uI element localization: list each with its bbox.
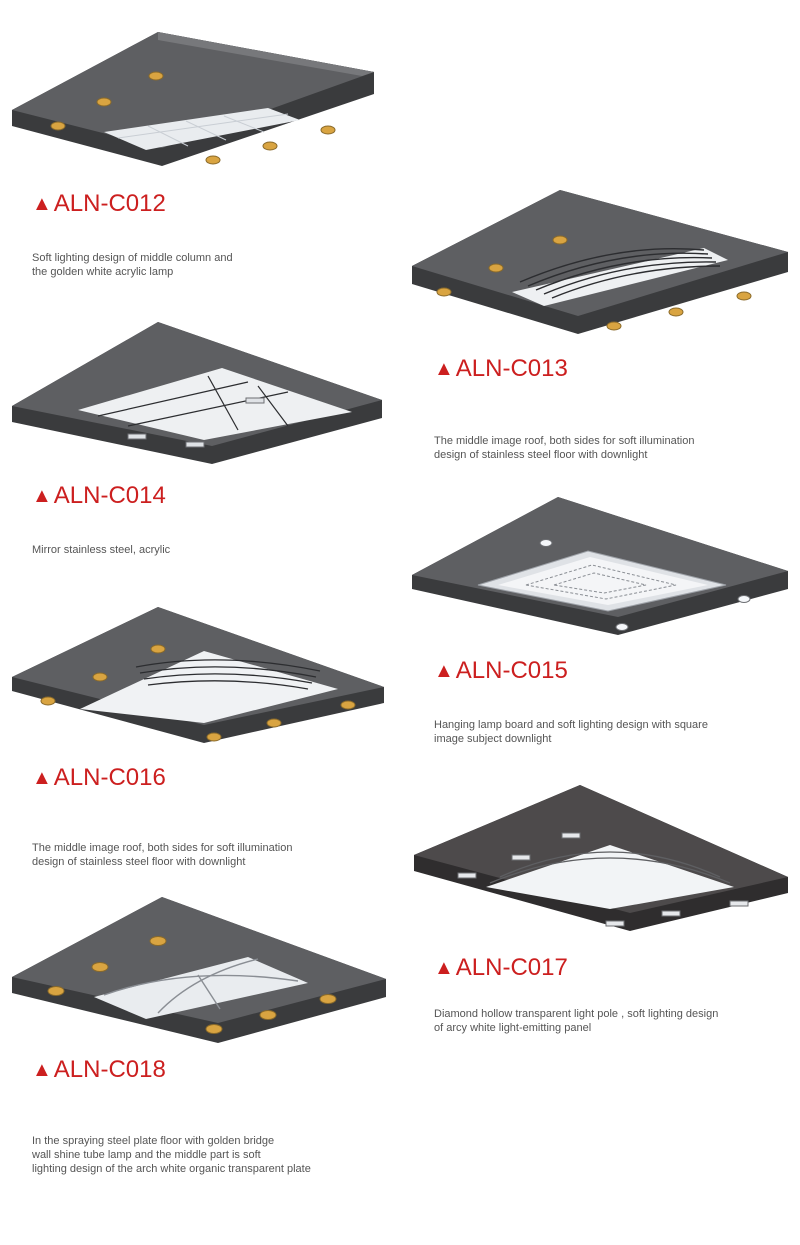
product-code: ALN-C012 [53, 190, 166, 217]
description-line: of arcy white light-emitting panel [434, 1022, 592, 1034]
description-line: the golden white acrylic lamp [32, 266, 174, 278]
product-code: ALN-C015 [455, 657, 568, 684]
product-title: ▲ALN-C012 [32, 190, 166, 218]
red-triangle-icon: ▲ [32, 485, 52, 507]
description-line: The middle image roof, both sides for so… [32, 842, 293, 854]
description-line: Mirror stainless steel, acrylic [32, 544, 171, 556]
product-description: The middle image roof, both sides for so… [434, 434, 694, 462]
product-description: Diamond hollow transparent light pole , … [434, 1007, 718, 1035]
product-code: ALN-C017 [455, 954, 568, 981]
description-line: wall shine tube lamp and the middle part… [32, 1149, 261, 1161]
ceiling-image-c015 [412, 497, 788, 635]
ceiling-image-c017 [414, 785, 788, 931]
product-title: ▲ALN-C015 [434, 657, 568, 685]
product-title: ▲ALN-C014 [32, 482, 166, 510]
ceiling-image-c018 [12, 897, 386, 1043]
description-line: design of stainless steel floor with dow… [434, 449, 648, 461]
product-code: ALN-C016 [53, 764, 166, 791]
ceiling-image-c014 [12, 322, 382, 464]
red-triangle-icon: ▲ [434, 358, 454, 380]
product-code: ALN-C018 [53, 1056, 166, 1083]
description-line: Hanging lamp board and soft lighting des… [434, 719, 708, 731]
description-line: Soft lighting design of middle column an… [32, 252, 233, 264]
product-description: Hanging lamp board and soft lighting des… [434, 718, 708, 746]
red-triangle-icon: ▲ [434, 660, 454, 682]
product-title: ▲ALN-C018 [32, 1056, 166, 1084]
ceiling-image-c012 [12, 32, 374, 166]
product-title: ▲ALN-C013 [434, 355, 568, 383]
product-title: ▲ALN-C016 [32, 764, 166, 792]
product-title: ▲ALN-C017 [434, 954, 568, 982]
description-line: The middle image roof, both sides for so… [434, 435, 695, 447]
red-triangle-icon: ▲ [32, 1059, 52, 1081]
ceiling-image-c016 [12, 607, 384, 743]
product-code: ALN-C014 [53, 482, 166, 509]
description-line: Diamond hollow transparent light pole , … [434, 1008, 719, 1020]
red-triangle-icon: ▲ [32, 193, 52, 215]
description-line: design of stainless steel floor with dow… [32, 856, 246, 868]
description-line: image subject downlight [434, 733, 552, 745]
description-line: lighting design of the arch white organi… [32, 1163, 311, 1175]
product-description: The middle image roof, both sides for so… [32, 841, 292, 869]
product-description: Soft lighting design of middle column an… [32, 251, 233, 279]
red-triangle-icon: ▲ [32, 767, 52, 789]
red-triangle-icon: ▲ [434, 957, 454, 979]
ceiling-image-c013 [412, 190, 788, 334]
description-line: In the spraying steel plate floor with g… [32, 1135, 275, 1147]
product-code: ALN-C013 [455, 355, 568, 382]
product-description: Mirror stainless steel, acrylic [32, 543, 170, 557]
product-description: In the spraying steel plate floor with g… [32, 1134, 311, 1176]
